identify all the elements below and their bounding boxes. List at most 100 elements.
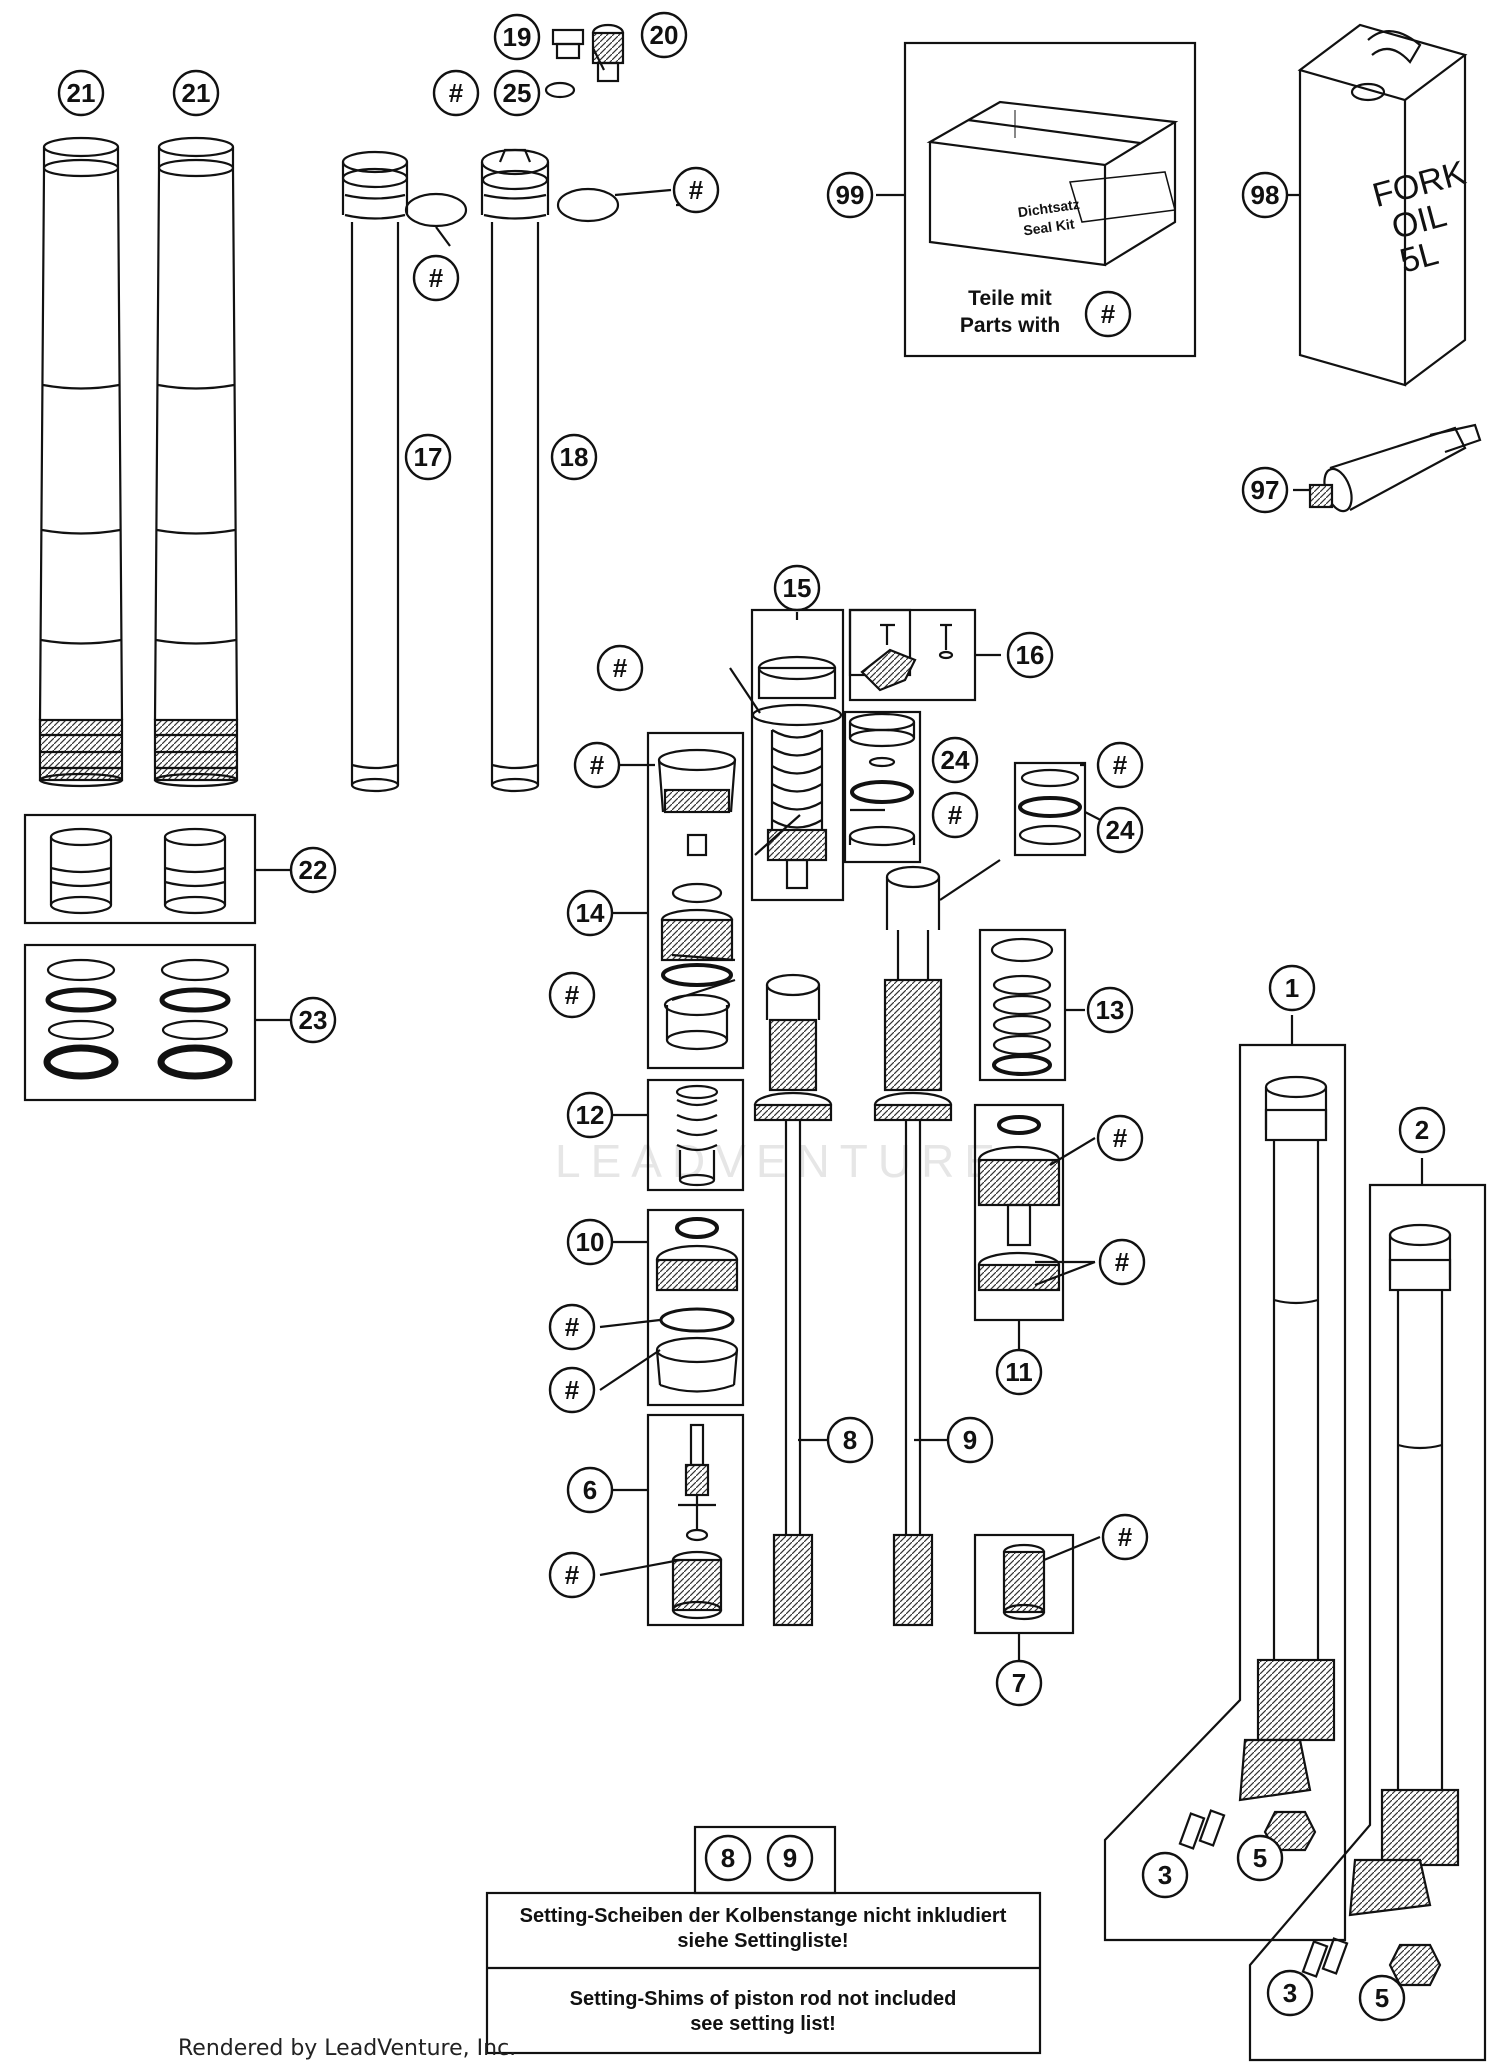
note-box [485,1891,1042,2055]
callout-label: 3 [1158,1860,1172,1890]
callout-label: # [948,800,963,830]
callout-label: 98 [1251,180,1280,210]
callout-seal-kit-marker: # [548,1551,596,1599]
callout-part-8: 8 [826,1416,874,1464]
o-ring-18 [556,187,620,223]
part-16-box [848,608,977,702]
callout-label: # [1101,299,1116,329]
callout-part-14: 14 [566,889,614,937]
callout-label: # [565,1560,580,1590]
note-en-line2: see setting list! [690,2013,836,2035]
callout-label: 22 [299,855,328,885]
o-ring-17 [404,192,468,228]
part-10-frame [646,1208,745,1407]
callout-seal-kit-marker: # [432,69,480,117]
callout-part-8: 8 [704,1834,752,1882]
outer-tube-left [38,136,124,788]
callout-label: 13 [1096,995,1125,1025]
callout-label: # [1113,750,1128,780]
callout-label: 11 [1005,1357,1033,1387]
damper-tube-17 [341,150,409,793]
washer-25 [544,81,576,99]
part-13-frame [978,928,1067,1082]
callout-label: 6 [583,1475,597,1505]
fork-leg-2 [1301,1223,1460,1987]
note-de-line2: siehe Settingliste! [677,1930,848,1952]
callout-label: 12 [576,1100,605,1130]
callout-part-9: 9 [766,1834,814,1882]
callout-seal-kit-marker: # [548,971,596,1019]
callout-label: 18 [560,442,589,472]
note-en-line1: Setting-Shims of piston rod not included [570,1988,957,2010]
valve-11 [977,1115,1061,1292]
callout-seal-kit-marker: # [573,741,621,789]
callout-label: 15 [783,573,812,603]
callout-part-5: 5 [1236,1834,1284,1882]
part-24b-frame [1013,761,1087,857]
oil-can-line3: 5L [1396,234,1442,280]
spring-12 [675,1084,719,1187]
seal-box [23,943,257,1102]
callout-label: 20 [650,20,679,50]
callout-label: 3 [1283,1978,1297,2008]
grease-tube [1308,423,1482,513]
note-de-line1: Setting-Scheiben der Kolbenstange nicht … [520,1905,1007,1927]
callout-label: # [1113,1123,1128,1153]
callout-label: # [565,1375,580,1405]
callout-part-98: 98 [1241,171,1289,219]
part-7-frame [973,1533,1075,1635]
callout-label: 14 [576,898,605,928]
part-6-frame [646,1413,745,1627]
callout-label: # [429,263,444,293]
callout-part-5: 5 [1358,1974,1406,2022]
callout-part-10: 10 [566,1218,614,1266]
callout-part-13: 13 [1086,986,1134,1034]
callout-label: 5 [1375,1983,1389,2013]
callout-part-25: 25 [493,69,541,117]
callout-seal-kit-marker: # [1084,290,1132,338]
spring-13 [990,937,1054,1076]
seal-kit-box [926,100,1179,267]
callout-part-19: 19 [493,13,541,61]
damper-tube-18 [480,148,550,793]
callout-part-24: 24 [1096,806,1144,854]
callout-seal-kit-marker: # [412,254,460,302]
spring-assembly-15 [751,655,843,890]
seal-set [43,958,233,1080]
piston-rod-8 [753,973,833,1627]
callout-seal-kit-marker: # [1096,741,1144,789]
callout-part-22: 22 [289,846,337,894]
callout-seal-kit-marker: # [672,166,720,214]
callout-label: 9 [963,1425,977,1455]
callout-seal-kit-marker: # [1096,1114,1144,1162]
piston-rings-24a [848,712,916,847]
fork-leg-1 [1178,1075,1336,1852]
callout-label: 7 [1012,1668,1026,1698]
callout-label: 19 [503,22,532,52]
callout-part-1: 1 [1268,964,1316,1012]
callout-part-17: 17 [404,433,452,481]
callout-part-9: 9 [946,1416,994,1464]
callout-label: # [590,750,605,780]
part-7 [1002,1543,1046,1621]
callout-part-16: 16 [1006,631,1054,679]
callout-label: 8 [721,1843,735,1873]
callout-label: # [1118,1522,1133,1552]
callout-label: # [565,980,580,1010]
callout-label: 2 [1415,1115,1429,1145]
callout-label: 10 [576,1227,605,1257]
outer-tube-right [153,136,239,788]
callout-part-21: 21 [172,69,220,117]
callout-label: 21 [182,78,211,108]
callout-seal-kit-marker: # [596,644,644,692]
plug-20 [591,23,625,83]
callout-part-3: 3 [1141,1851,1189,1899]
part-12-frame [646,1078,745,1192]
seal-kit-frame [903,41,1197,358]
callout-part-21: 21 [57,69,105,117]
callout-part-3: 3 [1266,1969,1314,2017]
callout-seal-kit-marker: # [931,791,979,839]
callout-label: # [689,175,704,205]
